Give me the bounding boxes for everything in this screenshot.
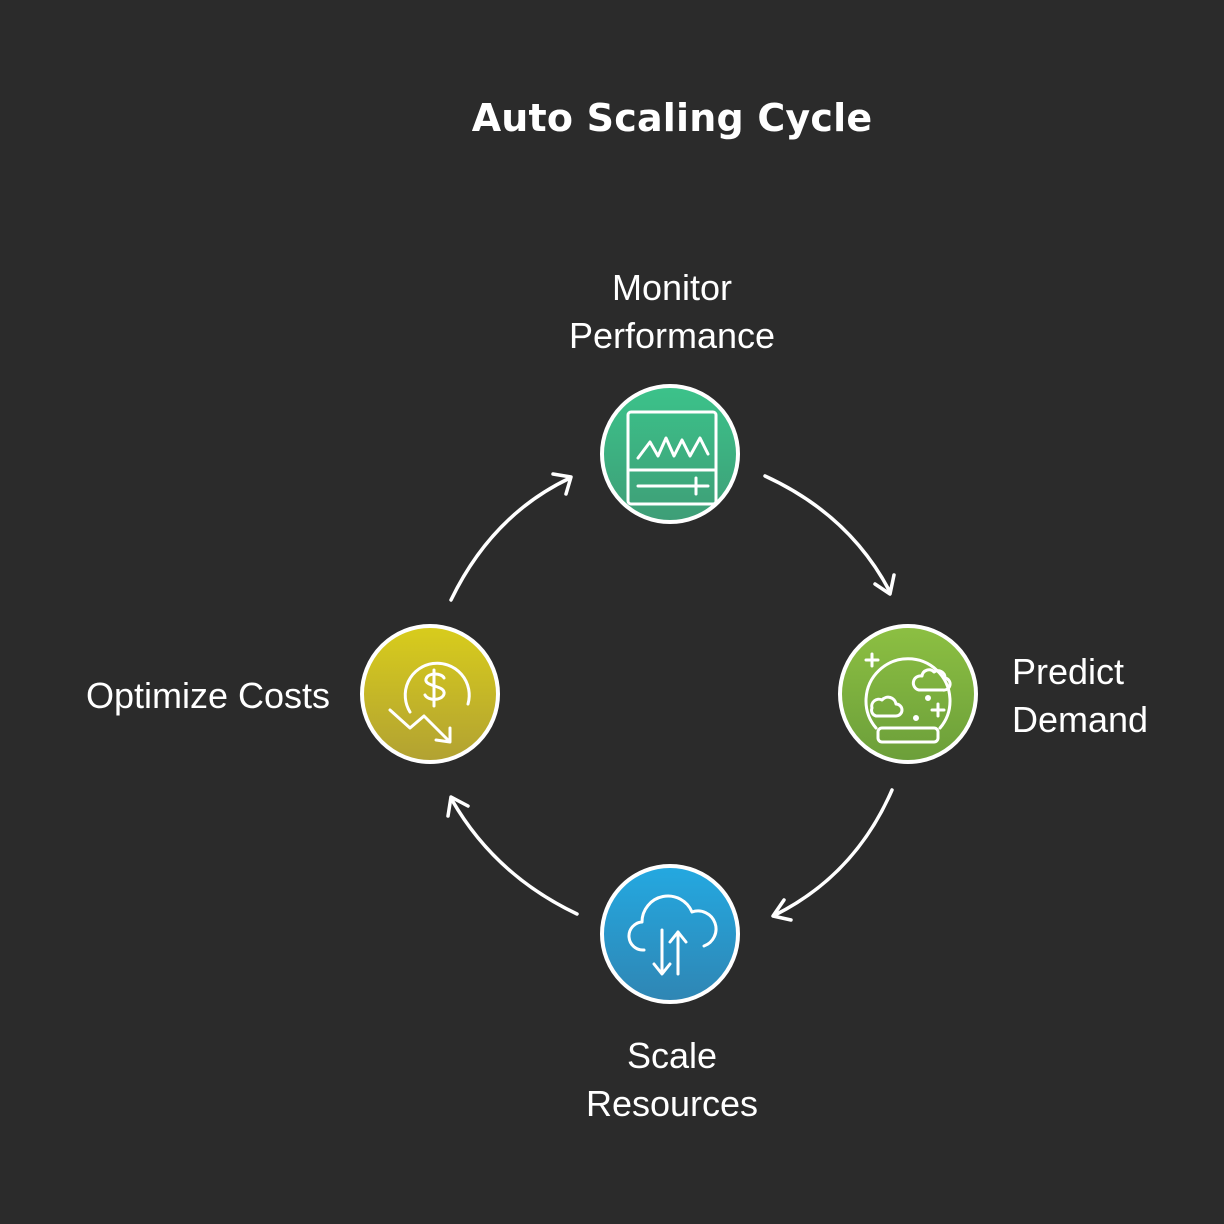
node-monitor-performance [600, 384, 740, 524]
arrow-head-monitor-to-predict [873, 573, 896, 596]
arrow-monitor-to-predict [763, 474, 892, 594]
step-label-line: Performance [568, 315, 776, 356]
step-label-predict-demand: Predict Demand [1012, 648, 1212, 744]
step-label-line: Optimize Costs [85, 675, 330, 716]
arrow-scale-to-optimize [450, 798, 579, 916]
diagram-title: Auto Scaling Cycle [471, 96, 873, 140]
step-label-line: Monitor [611, 267, 733, 308]
step-label-scale-resources: Scale Resources [522, 1032, 822, 1128]
arrow-head-scale-to-optimize [446, 795, 470, 818]
step-label-line: Scale [626, 1035, 718, 1076]
node-optimize-costs [360, 624, 500, 764]
step-label-line: Predict [1012, 651, 1125, 692]
arrow-head-predict-to-scale [771, 898, 793, 922]
step-label-line: Resources [585, 1083, 759, 1124]
monitor-chart-icon [626, 410, 718, 506]
arrow-head-optimize-to-monitor [551, 472, 573, 496]
dollar-decline-icon [388, 661, 471, 744]
step-label-optimize-costs: Optimize Costs [30, 672, 330, 720]
node-predict-demand [838, 624, 978, 764]
step-label-line: Demand [1012, 699, 1149, 740]
cloud-transfer-icon [627, 894, 718, 976]
node-scale-resources [600, 864, 740, 1004]
step-label-monitor-performance: Monitor Performance [522, 264, 822, 360]
crystal-ball-icon [864, 652, 952, 744]
arrow-predict-to-scale [773, 788, 894, 917]
arrow-optimize-to-monitor [449, 476, 572, 602]
